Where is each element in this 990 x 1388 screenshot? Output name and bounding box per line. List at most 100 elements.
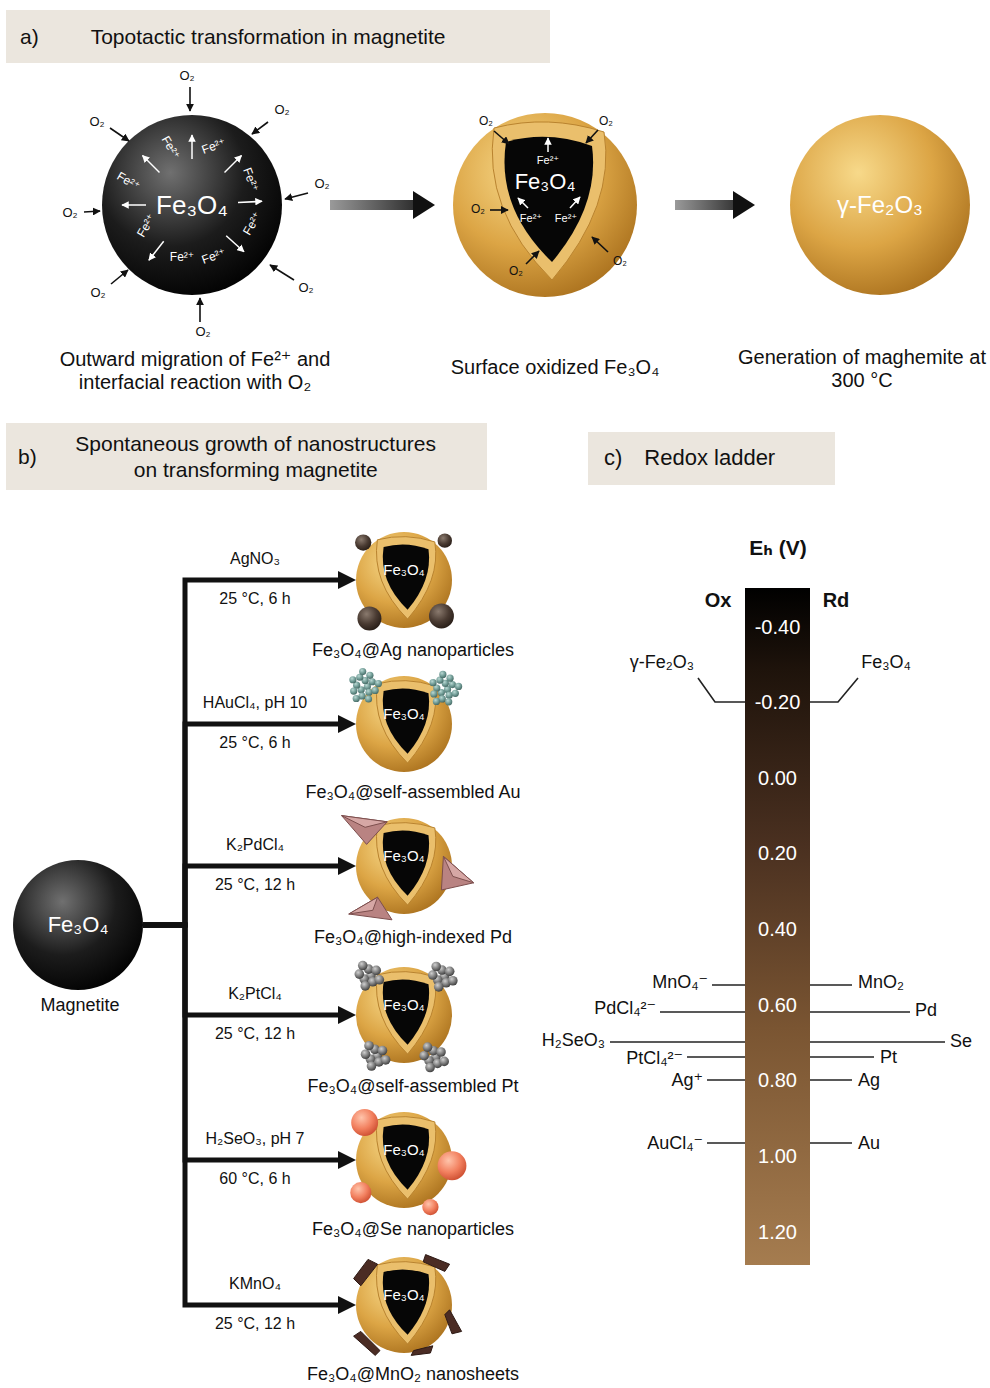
- nanoparticle: [419, 1051, 429, 1061]
- connector-group: [143, 571, 356, 925]
- nanoparticle: [439, 1057, 449, 1067]
- connector-group: [143, 925, 356, 1169]
- reaction-arrow: [143, 866, 340, 925]
- caption: Outward migration of Fe²⁺ and interfacia…: [40, 348, 350, 394]
- couple-label: Au: [858, 1133, 880, 1154]
- connector-group: [143, 715, 356, 925]
- nanopyramid: [349, 897, 392, 920]
- leader-line: [707, 1079, 745, 1081]
- sphere-body: [356, 676, 452, 772]
- maghemite-sphere: γ-Fe₂O₃: [790, 115, 970, 295]
- couple-label: MnO₂: [858, 972, 904, 993]
- oxygen-arrow: [285, 193, 308, 199]
- oxygen-arrow: [526, 251, 539, 264]
- panel-letter: b): [18, 444, 37, 469]
- panel-title: Redox ladder: [644, 445, 775, 471]
- reaction-arrow: [143, 925, 340, 1015]
- formula-label: Fe₃O₄: [383, 847, 424, 864]
- formula-label: Fe₃O₄: [383, 996, 424, 1013]
- gas-label: O₂: [274, 103, 289, 118]
- arrow-head: [338, 1296, 356, 1314]
- magnetite-core: [504, 137, 593, 262]
- leader-line: [810, 1079, 852, 1081]
- couple-label: PtCl₄²⁻: [626, 1048, 683, 1069]
- gas-label: O₂: [509, 265, 523, 279]
- leader-line: [707, 1142, 745, 1144]
- nanoparticle: [350, 687, 357, 694]
- couple-label: γ-Fe₂O₃: [630, 652, 694, 673]
- arrow-head: [338, 1151, 356, 1169]
- nanoparticle: [355, 534, 371, 550]
- leader-line: [810, 1056, 874, 1058]
- ion-arrow: [570, 197, 580, 208]
- couple-label: PdCl₄²⁻: [594, 998, 656, 1019]
- nanoparticle: [429, 604, 454, 629]
- panel-header: c) Redox ladder: [588, 432, 835, 485]
- panel-letter: c): [604, 445, 622, 471]
- couple-label: Pd: [915, 1000, 937, 1021]
- magnetite-core: [383, 830, 429, 895]
- gas-label: O₂: [298, 281, 313, 296]
- oxygen-arrow: [494, 131, 509, 144]
- magnetite-core: [383, 979, 429, 1044]
- ion-arrow: [547, 138, 549, 152]
- nanoparticle: [351, 1109, 378, 1136]
- caption: Fe₃O₄@MnO₂ nanosheets: [307, 1364, 519, 1385]
- ion-arrow: [518, 198, 528, 208]
- reagent-label: AgNO₃: [230, 550, 280, 568]
- shell-cut-face: [376, 823, 435, 905]
- couple-label: MnO₄⁻: [652, 972, 708, 993]
- leader-line: [810, 678, 858, 702]
- surface-nanostructures: [342, 816, 474, 920]
- nanosheet: [423, 1255, 449, 1272]
- nanoparticle: [434, 982, 444, 992]
- ion-arrow: [238, 201, 262, 202]
- nanopyramid-face: [443, 856, 473, 882]
- sphere-shape: [356, 967, 452, 1063]
- nanoparticle: [364, 1041, 374, 1051]
- reaction-arrow: [675, 200, 735, 210]
- core-shell-particle: Fe₃O₄: [356, 1257, 452, 1353]
- sphere-body: [102, 115, 282, 295]
- nanopyramid-face: [342, 816, 388, 828]
- nanoparticle: [360, 981, 370, 991]
- nanoparticle: [361, 1049, 371, 1059]
- ion-arrow: [143, 156, 160, 173]
- reaction-arrow: [143, 724, 340, 925]
- nanoparticle: [372, 687, 379, 694]
- surface-nanostructures: [349, 668, 462, 705]
- nanoparticle: [438, 1151, 467, 1180]
- ion-arrows: [122, 135, 580, 260]
- panel-letter: a): [20, 24, 39, 49]
- caption: Fe₃O₄@Se nanoparticles: [312, 1219, 514, 1240]
- formula-label: Fe₃O₄: [383, 1286, 424, 1303]
- nanoparticle: [438, 533, 452, 547]
- sphere-body: [453, 113, 637, 297]
- reaction-arrow: [143, 925, 340, 1160]
- nanosheet: [354, 1259, 378, 1285]
- leader-line: [660, 1011, 745, 1013]
- reaction-arrow: [330, 200, 415, 210]
- couple-label: Se: [950, 1031, 972, 1052]
- nanoparticle: [433, 698, 440, 705]
- formula-label: Fe₃O₄: [383, 705, 424, 722]
- gas-label: O₂: [479, 115, 493, 129]
- connector-group: [143, 925, 356, 1314]
- caption: Fe₃O₄@high-indexed Pd: [314, 927, 512, 948]
- core-shell-particle: Fe₃O₄: [356, 967, 452, 1063]
- connector-group: [675, 191, 755, 219]
- reaction-arrow: [143, 925, 340, 1305]
- oxygen-arrow: [110, 128, 129, 141]
- couple-label: H₂SeO₃: [542, 1030, 605, 1051]
- nanoparticle: [381, 1055, 391, 1065]
- nanoparticle: [446, 692, 453, 699]
- couple-label: Ag⁺: [671, 1070, 703, 1091]
- nanosheet: [445, 1310, 462, 1334]
- connector-group: [143, 857, 356, 925]
- nanoparticle: [455, 683, 462, 690]
- formula-label: Fe₃O₄: [48, 912, 109, 938]
- scale-value: 0.00: [758, 767, 797, 790]
- caption: Magnetite: [40, 995, 119, 1016]
- oxygen-arrow: [199, 298, 201, 322]
